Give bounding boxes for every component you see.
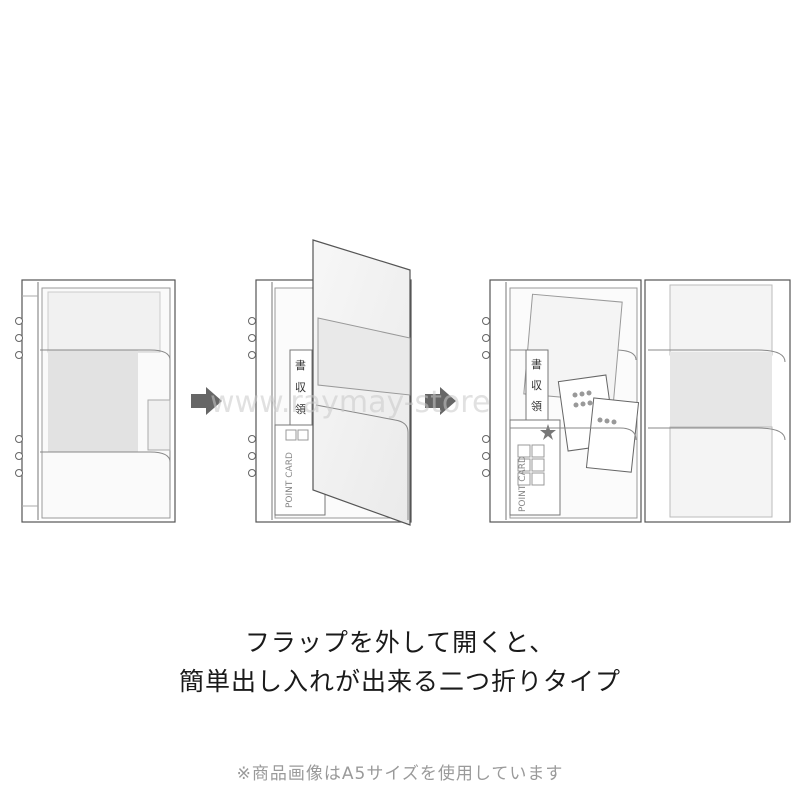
watermark: www.raymay-store (210, 385, 490, 420)
binder-holes (15, 317, 23, 477)
caption-line-2: 簡単出し入れが出来る二つ折りタイプ (178, 667, 621, 696)
receipt-char: 書 (531, 357, 542, 371)
caption-line-1: フラップを外して開くと、 (244, 628, 556, 657)
receipt-char: 領 (295, 402, 306, 416)
point-card-label: POINT CARD (518, 456, 528, 512)
flap-removing-refill: 書 収 領 POINT CARD (248, 239, 412, 526)
closed-refill (15, 279, 176, 523)
star-icon (540, 424, 556, 440)
point-card-label: POINT CARD (285, 452, 295, 508)
receipt-char: 収 (295, 381, 306, 394)
binder-holes (248, 317, 256, 477)
arrow-right-icon (425, 387, 456, 415)
size-note: ※商品画像はA5サイズを使用しています (236, 764, 564, 784)
arrow-right-icon (191, 387, 222, 415)
receipt-char: 書 (295, 358, 306, 372)
opened-refill: 書 収 領 POINT CARD (482, 279, 791, 523)
binder-holes (482, 317, 490, 477)
receipt-char: 収 (531, 379, 542, 392)
receipt-char: 領 (531, 399, 542, 413)
